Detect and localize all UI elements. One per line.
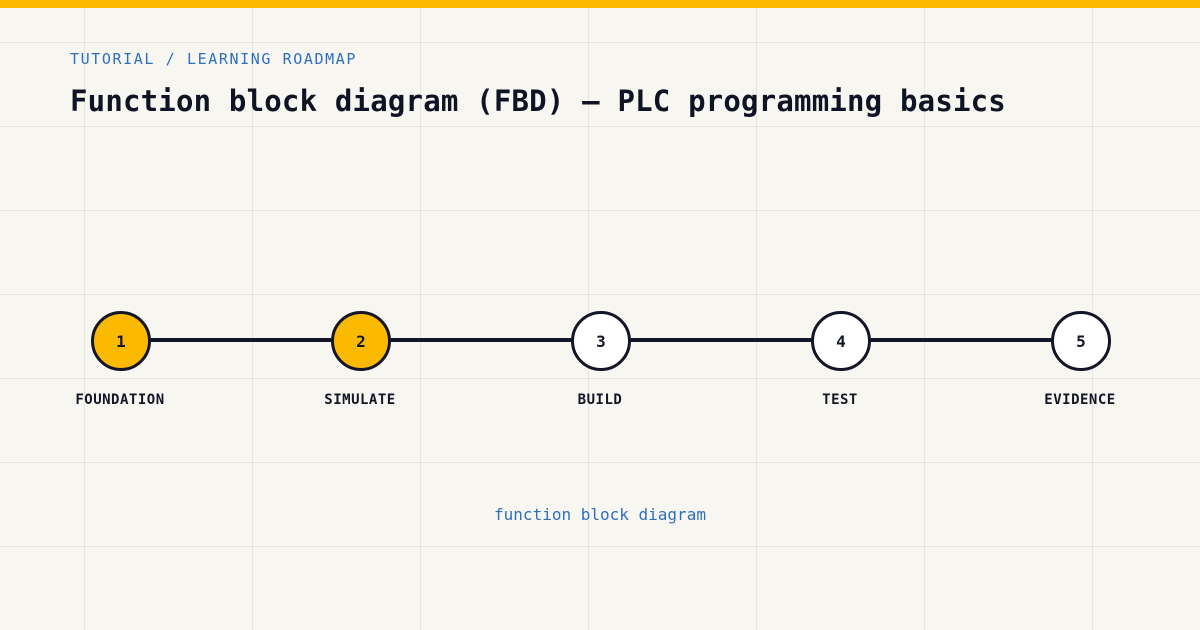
step-node-2: 2 (331, 311, 391, 371)
page-title: Function block diagram (FBD) — PLC progr… (70, 84, 1006, 118)
step-label-4: TEST (822, 392, 858, 408)
step-node-1: 1 (91, 311, 151, 371)
step-node-4: 4 (811, 311, 871, 371)
step-connector (600, 338, 840, 342)
step-connector (840, 338, 1080, 342)
step-label-2: SIMULATE (324, 392, 396, 408)
accent-top-bar (0, 0, 1200, 8)
step-node-3: 3 (571, 311, 631, 371)
step-connector (120, 338, 360, 342)
diagram-caption: function block diagram (494, 505, 706, 524)
step-node-5: 5 (1051, 311, 1111, 371)
breadcrumb: TUTORIAL / LEARNING ROADMAP (70, 50, 358, 68)
step-label-5: EVIDENCE (1044, 392, 1116, 408)
step-connector (360, 338, 600, 342)
step-label-3: BUILD (577, 392, 623, 408)
step-label-1: FOUNDATION (75, 392, 165, 408)
